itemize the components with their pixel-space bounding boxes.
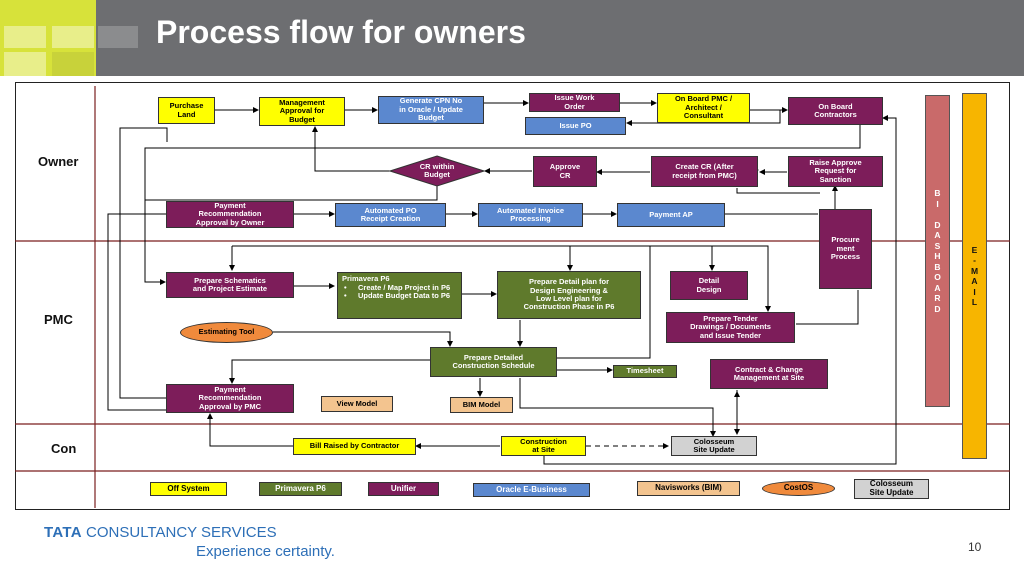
tcs-logo: TATA CONSULTANCY SERVICES: [44, 524, 277, 542]
payment-rec-owner-box: Payment Recommendation Approval by Owner: [166, 201, 294, 228]
prepare-schematics-box: Prepare Schematics and Project Estimate: [166, 272, 294, 298]
bim-model-box: BIM Model: [450, 397, 513, 413]
prepare-tender-box: Prepare Tender Drawings / Documents and …: [666, 312, 795, 343]
contract-change-box: Contract & Change Management at Site: [710, 359, 828, 389]
primavera-p6-list: Create / Map Project in P6 Update Budget…: [342, 283, 457, 301]
lane-label-con: Con: [51, 441, 77, 456]
lane-label-pmc: PMC: [44, 312, 73, 327]
primavera-p6-title: Primavera P6: [342, 274, 390, 283]
lane-label-owner: Owner: [38, 154, 79, 169]
management-approval-box: Management Approval for Budget: [259, 97, 345, 126]
detail-plan-box: Prepare Detail plan for Design Engineeri…: [497, 271, 641, 319]
bi-dashboard-label: B I D A S H B O A R D: [934, 188, 941, 314]
auto-po-receipt-box: Automated PO Receipt Creation: [335, 203, 446, 227]
legend-oracle: Oracle E-Business: [473, 483, 590, 497]
email-bar: E - M A I L: [962, 93, 987, 459]
legend-unifier: Unifier: [368, 482, 439, 496]
primavera-p6-box: Primavera P6 Create / Map Project in P6 …: [337, 272, 462, 319]
generate-cpn-box: Generate CPN No in Oracle / Update Budge…: [378, 96, 484, 124]
email-label: E - M A I L: [970, 244, 979, 308]
slide-title: Process flow for owners: [156, 14, 526, 50]
detail-design-box: Detail Design: [670, 271, 748, 300]
payment-ap-box: Payment AP: [617, 203, 725, 227]
page-number: 10: [968, 540, 982, 554]
cr-within-budget-label: CR within Budget: [419, 161, 455, 179]
legend-primavera: Primavera P6: [259, 482, 342, 496]
legend-colosseum: Colosseum Site Update: [854, 479, 929, 499]
bill-raised-box: Bill Raised by Contractor: [293, 438, 416, 455]
estimating-tool-ellipse: Estimating Tool: [180, 322, 273, 343]
create-cr-box: Create CR (After receipt from PMC): [651, 156, 758, 187]
header-decor: [52, 26, 94, 48]
colosseum-update-box: Colosseum Site Update: [671, 436, 757, 456]
legend-costos: CostOS: [762, 481, 835, 496]
view-model-box: View Model: [321, 396, 393, 412]
cr-within-budget-diamond: [389, 155, 485, 187]
construction-site-box: Construction at Site: [501, 436, 586, 456]
header-decor: [98, 26, 138, 48]
header-bar: Process flow for owners: [0, 0, 1024, 76]
procurement-box: Procure ment Process: [819, 209, 872, 289]
construction-schedule-box: Prepare Detailed Construction Schedule: [430, 347, 557, 377]
header-decor: [4, 52, 46, 76]
onboard-pmc-box: On Board PMC / Architect / Consultant: [657, 93, 750, 123]
legend-off-system: Off System: [150, 482, 227, 496]
bi-dashboard-bar: B I D A S H B O A R D: [925, 95, 950, 407]
auto-invoice-box: Automated Invoice Processing: [478, 203, 583, 227]
tagline: Experience certainty.: [196, 543, 335, 560]
approve-cr-box: Approve CR: [533, 156, 597, 187]
list-item: Update Budget Data to P6: [342, 292, 457, 301]
raise-approve-box: Raise Approve Request for Sanction: [788, 156, 883, 187]
header-decor: [52, 52, 94, 76]
timesheet-box: Timesheet: [613, 365, 677, 378]
issue-po-box: Issue PO: [525, 117, 626, 135]
header-decor: [4, 26, 46, 48]
purchase-land-box: Purchase Land: [158, 97, 215, 124]
issue-work-order-box: Issue Work Order: [529, 93, 620, 112]
tcs-brand-rest: CONSULTANCY SERVICES: [81, 524, 277, 541]
legend-navisworks: Navisworks (BIM): [637, 481, 740, 496]
onboard-contractors-box: On Board Contractors: [788, 97, 883, 125]
list-item: Create / Map Project in P6: [342, 283, 457, 293]
tcs-brand-bold: TATA: [44, 524, 82, 541]
payment-rec-pmc-box: Payment Recommendation Approval by PMC: [166, 384, 294, 413]
